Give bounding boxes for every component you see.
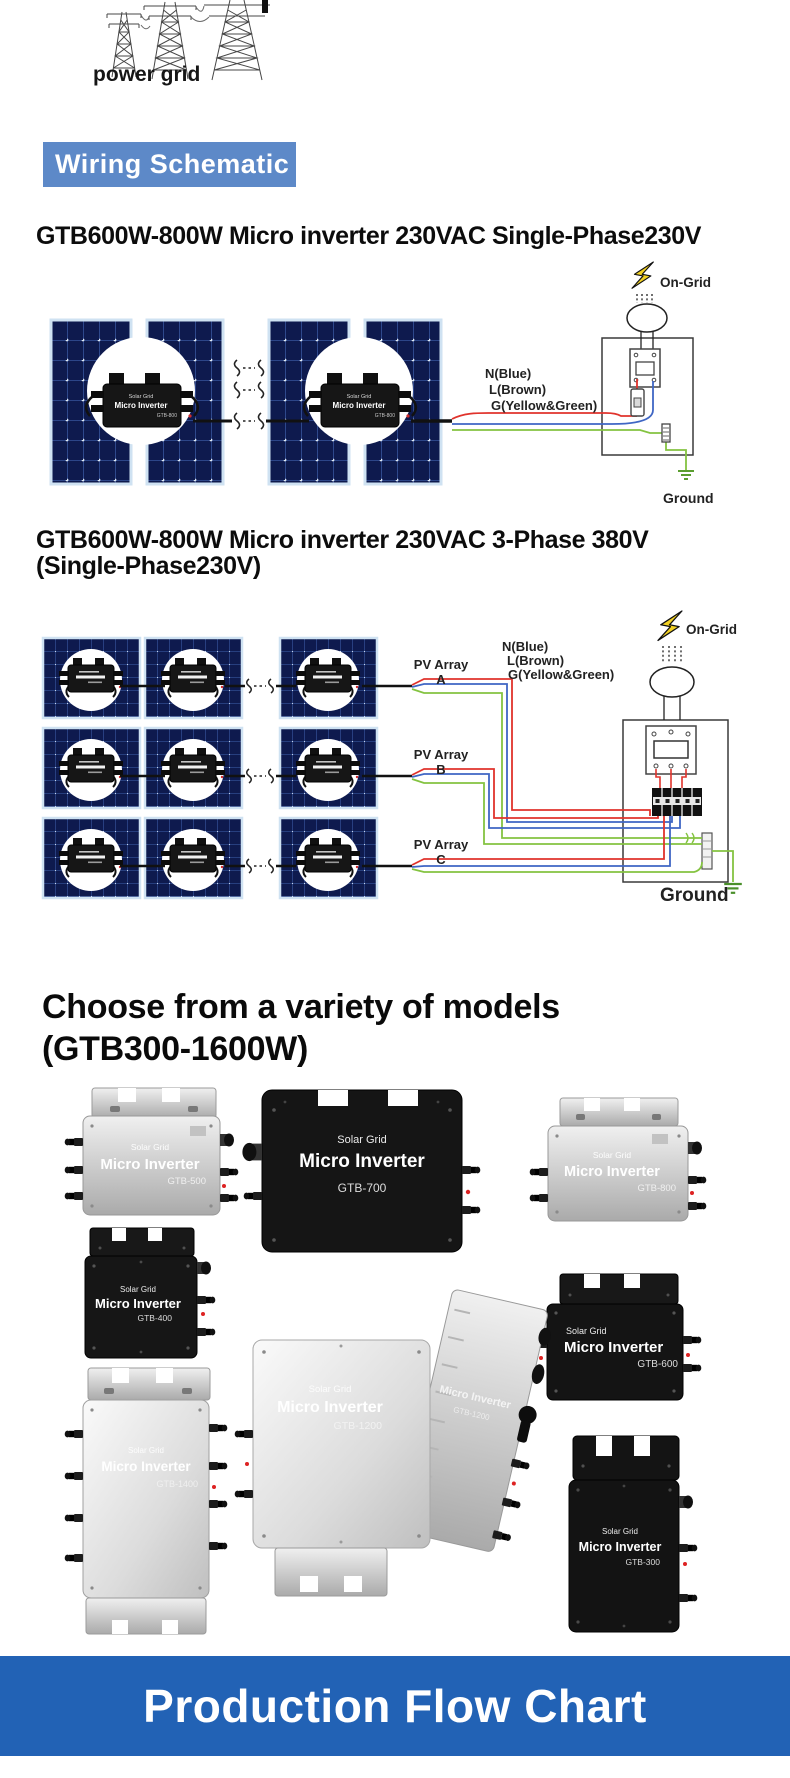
on-grid-label: On-Grid — [660, 275, 711, 290]
product-model: GTB-1400 — [156, 1479, 198, 1489]
wire-label-line: L(Brown) — [507, 653, 564, 668]
ground-icon — [677, 470, 695, 480]
product-name: Micro Inverter — [579, 1540, 662, 1554]
pv-array-b-letter: B — [436, 762, 445, 777]
ac-socket — [629, 348, 661, 388]
breaker-terminal-block — [652, 788, 702, 816]
product-gtb-700: Solar Grid Micro Inverter GTB-700 — [242, 1089, 481, 1253]
lightning-icon — [657, 610, 683, 642]
banner-label: Production Flow Chart — [143, 1680, 647, 1732]
product-gtb-500: Solar Grid Micro Inverter GTB-500 — [64, 1087, 239, 1216]
models-title-line2: (GTB300-1600W) — [42, 1030, 308, 1068]
cable-break-icon — [233, 381, 265, 399]
product-model: GTB-1200 — [334, 1420, 383, 1432]
wire-label-neutral: N(Blue) — [502, 639, 548, 654]
ground-label: Ground — [663, 490, 714, 506]
product-model: GTB-500 — [167, 1176, 206, 1187]
ground-label: Ground — [660, 885, 729, 906]
transmission-towers-icon — [106, 0, 270, 81]
grid-drop-lines — [662, 646, 682, 663]
product-brand: Solar Grid — [593, 1150, 632, 1160]
fuse-holder — [630, 388, 645, 417]
utility-meter-bulb — [626, 303, 668, 333]
diagram2-title-line1: GTB600W-800W Micro inverter 230VAC 3-Pha… — [36, 526, 649, 554]
product-brand: Solar Grid — [309, 1384, 352, 1395]
product-gtb-1200: Solar Grid Micro Inverter GTB-1200 — [234, 1339, 431, 1597]
pv-array-b-label: PV Array — [414, 747, 469, 762]
wire-label-line: L(Brown) — [489, 382, 546, 397]
pv-array-c-row — [41, 816, 379, 900]
product-brand: Solar Grid — [120, 1285, 156, 1294]
product-model: GTB-800 — [637, 1183, 676, 1194]
product-brand: Solar Grid — [566, 1326, 607, 1336]
diagram1-title: GTB600W-800W Micro inverter 230VAC Singl… — [36, 222, 702, 250]
product-gtb-1200-tilted: Micro Inverter GTB-1200 — [397, 1289, 551, 1552]
cable-break-icon — [233, 359, 265, 377]
model-gallery: Solar Grid Micro Inverter GTB-500 Solar … — [64, 1087, 707, 1635]
product-brand: Solar Grid — [337, 1134, 387, 1146]
wire-label-ground: G(Yellow&Green) — [491, 398, 597, 413]
on-grid-label: On-Grid — [686, 622, 737, 637]
wiring-diagram-single-phase: Solar Grid Micro Inverter GTB-800 On-Gri… — [49, 261, 714, 506]
product-name: Micro Inverter — [564, 1339, 663, 1356]
production-flow-chart-banner: Production Flow Chart — [0, 1656, 790, 1756]
utility-meter-bulb — [649, 666, 695, 698]
product-name: Micro Inverter — [277, 1399, 383, 1416]
diagram2-title-line2: (Single-Phase230V) — [36, 552, 261, 580]
wiring-schematic-badge: Wiring Schematic — [43, 142, 296, 187]
wiring-diagram-three-phase: On-Grid — [41, 610, 743, 906]
wire-label-ground: G(Yellow&Green) — [508, 667, 614, 682]
product-brand: Solar Grid — [128, 1446, 164, 1455]
product-model: GTB-700 — [338, 1181, 387, 1195]
grid-drop-lines — [636, 294, 653, 303]
models-title-line1: Choose from a variety of models — [42, 988, 560, 1026]
pv-array-a-row — [41, 636, 379, 720]
power-grid-label: power grid — [93, 63, 201, 86]
lightning-icon — [631, 261, 654, 289]
pv-array-a-label: PV Array — [414, 657, 469, 672]
models-section-title: Choose from a variety of models (GTB300-… — [42, 986, 560, 1070]
pv-array-c-letter: C — [436, 852, 446, 867]
product-model: GTB-400 — [138, 1313, 173, 1323]
product-brand: Solar Grid — [602, 1527, 638, 1536]
pv-array-c-label: PV Array — [414, 837, 469, 852]
product-brand: Solar Grid — [131, 1142, 170, 1152]
product-name: Micro Inverter — [299, 1151, 425, 1172]
product-model: GTB-300 — [626, 1557, 661, 1567]
pv-array-a-letter: A — [436, 672, 446, 687]
wire-label-neutral: N(Blue) — [485, 366, 531, 381]
product-model: GTB-600 — [637, 1359, 678, 1370]
pv-array-b-row — [41, 726, 379, 810]
product-name: Micro Inverter — [95, 1296, 181, 1311]
pv-unit-2 — [267, 318, 443, 486]
product-name: Micro Inverter — [101, 1459, 191, 1474]
diagram2-title: GTB600W-800W Micro inverter 230VAC 3-Pha… — [36, 526, 649, 580]
energy-meter — [645, 725, 697, 775]
ground-busbar — [701, 832, 713, 870]
pv-unit-1 — [49, 318, 225, 486]
terminal-strip — [661, 423, 671, 443]
product-gtb-1400: Solar Grid Micro Inverter GTB-1400 — [64, 1367, 228, 1635]
product-gtb-800: Solar Grid Micro Inverter GTB-800 — [529, 1097, 707, 1222]
product-name: Micro Inverter — [564, 1164, 660, 1180]
product-gtb-400: Solar Grid Micro Inverter GTB-400 — [84, 1227, 216, 1359]
product-gtb-600: Solar Grid Micro Inverter GTB-600 — [528, 1273, 702, 1401]
product-name: Micro Inverter — [100, 1156, 199, 1173]
product-gtb-300: Solar Grid Micro Inverter GTB-300 — [568, 1435, 698, 1633]
